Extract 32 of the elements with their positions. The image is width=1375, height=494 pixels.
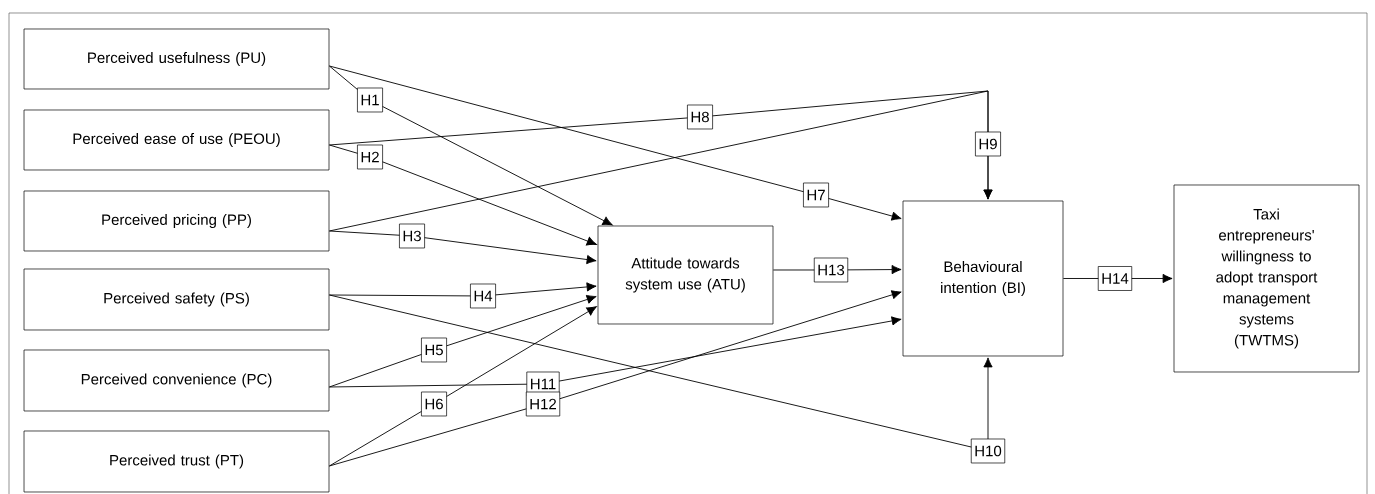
hypothesis-label: H7 bbox=[803, 182, 829, 208]
arrow bbox=[328, 90, 993, 232]
arrow bbox=[328, 282, 597, 297]
construct-box: Perceived ease of use (PEOU) bbox=[23, 109, 330, 171]
arrow bbox=[328, 65, 902, 221]
arrow bbox=[328, 316, 902, 388]
hypothesis-label: H4 bbox=[470, 283, 496, 309]
arrow bbox=[328, 65, 613, 226]
hypothesis-label: H14 bbox=[1097, 266, 1133, 291]
arrow bbox=[328, 306, 597, 467]
hypothesis-label: H6 bbox=[421, 391, 447, 417]
hypothesis-label: H10 bbox=[970, 438, 1006, 464]
construct-box: Attitude towards system use (ATU) bbox=[597, 225, 774, 325]
hypothesis-label: H3 bbox=[399, 223, 425, 249]
hypothesis-label: H1 bbox=[357, 87, 383, 113]
construct-box: Perceived pricing (PP) bbox=[23, 190, 330, 252]
arrow bbox=[328, 230, 597, 265]
construct-box: Perceived convenience (PC) bbox=[23, 349, 330, 412]
arrow bbox=[328, 290, 902, 467]
arrow bbox=[328, 144, 597, 246]
hypothesis-label: H2 bbox=[357, 144, 383, 170]
arrow bbox=[1062, 273, 1173, 284]
hypothesis-label: H12 bbox=[525, 391, 561, 417]
hypothesis-label: H5 bbox=[421, 337, 447, 363]
outcome-box: Taxi entrepreneurs' willingness to adopt transport management systems (TWTMS) bbox=[1173, 184, 1360, 373]
hypothesis-label: H13 bbox=[813, 257, 849, 283]
construct-box: Perceived usefulness (PU) bbox=[23, 28, 330, 90]
hypothesis-label: H9 bbox=[975, 131, 1001, 157]
construct-box: Behavioural intention (BI) bbox=[902, 200, 1064, 357]
construct-box: Perceived safety (PS) bbox=[23, 268, 330, 331]
hypothesis-label: H8 bbox=[687, 104, 713, 130]
construct-box: Perceived trust (PT) bbox=[23, 430, 330, 493]
